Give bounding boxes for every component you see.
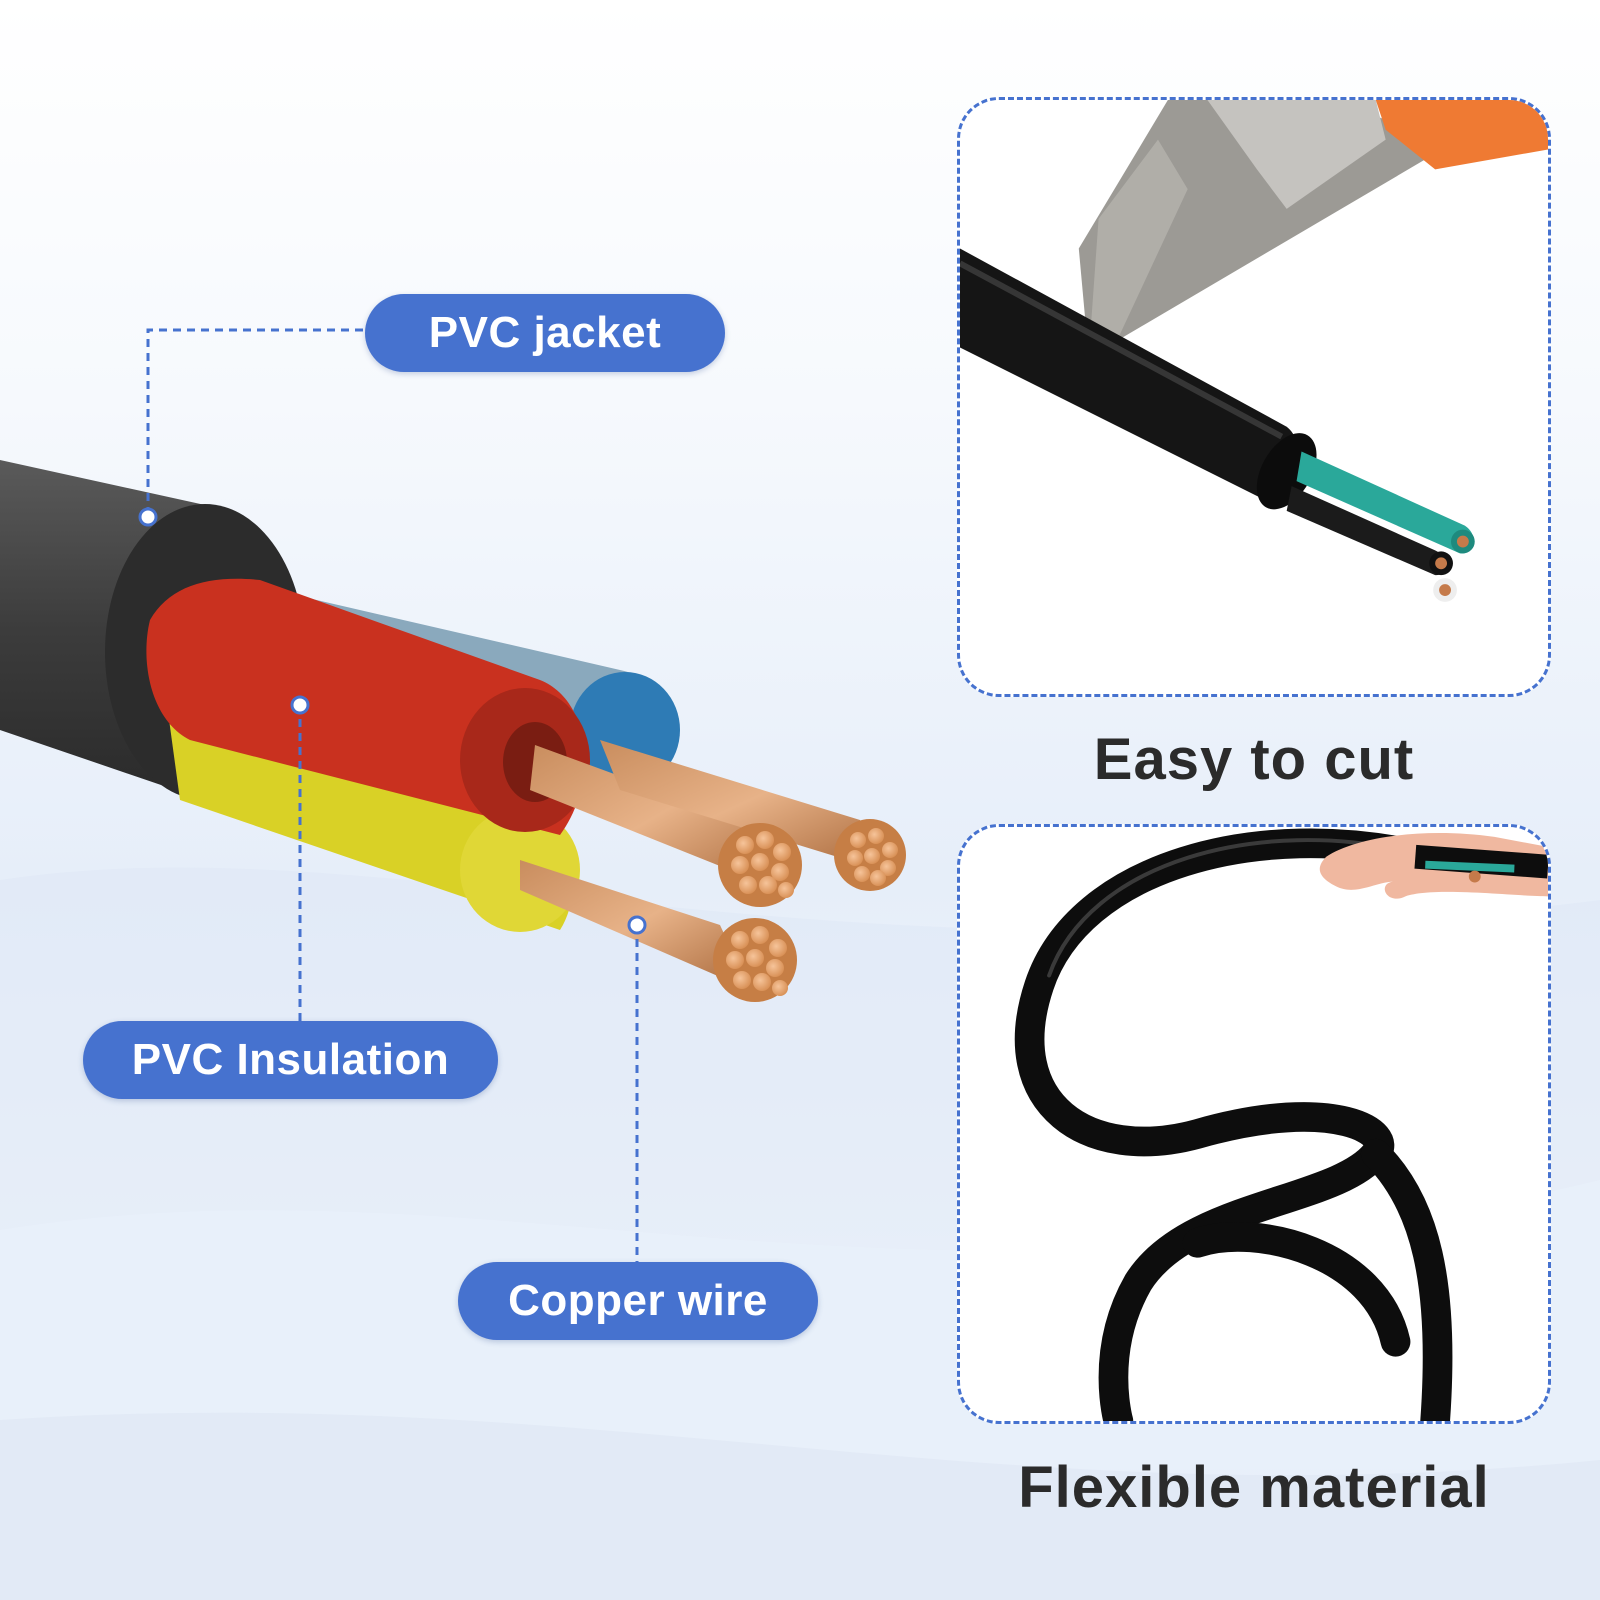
- flexible-material-caption: Flexible material: [1018, 1455, 1490, 1520]
- knife-cutting-cable-photo: [960, 100, 1548, 602]
- easy-to-cut-panel: [957, 97, 1551, 697]
- pvc-insulation-label: PVC Insulation: [83, 1021, 498, 1099]
- pvc-jacket-label: PVC jacket: [365, 294, 725, 372]
- copper-bundle-2: [834, 819, 906, 891]
- copper-bundle-3: [713, 918, 797, 1002]
- flexible-material-panel: [957, 824, 1551, 1424]
- coiled-cable-photo: [1014, 828, 1548, 1421]
- copper-wire-label: Copper wire: [458, 1262, 818, 1340]
- copper-bundle-1: [718, 823, 802, 907]
- jacket-leader-line: [146, 328, 365, 515]
- easy-to-cut-caption: Easy to cut: [1093, 727, 1415, 792]
